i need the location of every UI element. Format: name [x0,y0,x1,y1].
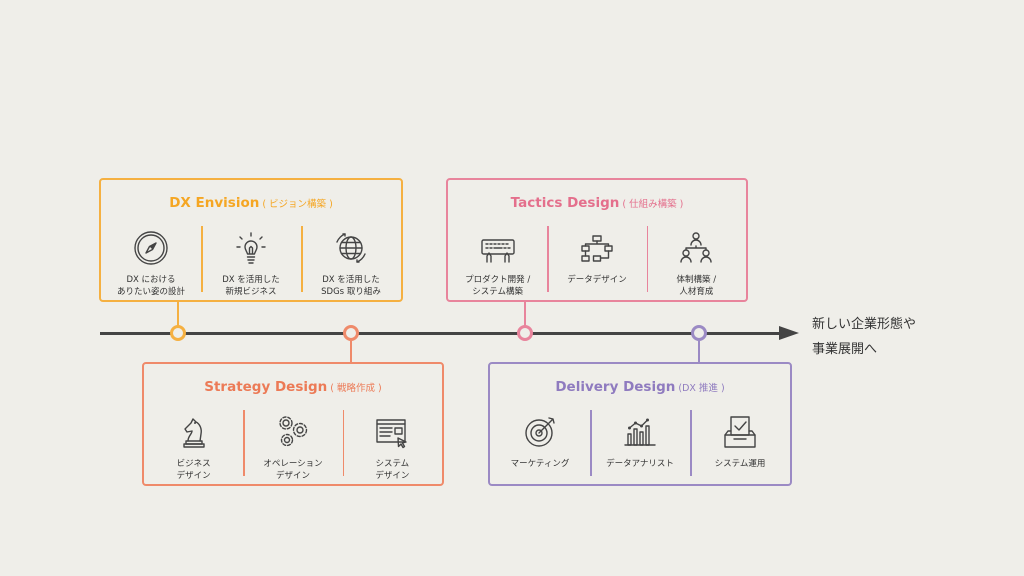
card-item: プロダクト開発 / システム構築 [448,224,547,297]
browser-cursor-icon [372,412,412,452]
gears-icon [273,412,313,452]
card-title: Delivery Design(DX 推進 ) [490,376,790,395]
card-title-sub: ( ビジョン構築 ) [262,199,333,210]
card-title-sub: (DX 推進 ) [678,383,725,394]
card-item-label: マーケティング [510,459,570,469]
team-structure-icon [676,228,716,268]
card-item: システム デザイン [342,408,442,481]
card-title-sub: ( 仕組み構築 ) [622,199,684,210]
timeline-node-tactics [517,325,533,341]
card-item: DX における ありたい姿の設計 [101,224,201,297]
card-item-label: プロダクト開発 / システム構築 [465,275,531,297]
card-title-main: Tactics Design [510,195,620,211]
card-item-label: DX を活用した 新規ビジネス [222,275,280,297]
card-title: Strategy Design( 戦略作成 ) [144,376,442,395]
card-item-label: DX を活用した SDGs 取り組み [321,275,381,297]
connector-delivery [698,341,700,363]
timeline-arrowhead [779,326,799,340]
timeline-node-strategy [343,325,359,341]
card-item-label: システム デザイン [375,459,410,481]
card-item-label: DX における ありたい姿の設計 [116,275,185,297]
card-item: マーケティング [490,408,590,476]
card-item-label: ビジネス デザイン [176,459,211,481]
analytics-chart-icon [620,412,660,452]
card-delivery-design: Delivery Design(DX 推進 ) マーケティング データアナリスト… [488,362,792,486]
card-title-main: Delivery Design [555,379,676,395]
connector-envision [177,301,179,327]
card-title: Tactics Design( 仕組み構築 ) [448,192,746,211]
card-title-main: Strategy Design [204,379,328,395]
card-item: データデザイン [547,224,646,292]
card-dx-envision: DX Envision( ビジョン構築 ) DX における ありたい姿の設計 D… [99,178,403,302]
target-icon [520,412,560,452]
card-title-main: DX Envision [169,195,260,211]
card-item: システム運用 [690,408,790,476]
ballot-box-icon [720,412,760,452]
connector-strategy [350,341,352,363]
card-item: DX を活用した SDGs 取り組み [301,224,401,297]
card-tactics-design: Tactics Design( 仕組み構築 ) プロダクト開発 / システム構築… [446,178,748,302]
card-item: ビジネス デザイン [144,408,243,481]
lightbulb-icon [231,228,271,268]
card-strategy-design: Strategy Design( 戦略作成 ) ビジネス デザイン オペレーショ… [142,362,444,486]
globe-icon [331,228,371,268]
card-title: DX Envision( ビジョン構築 ) [101,192,401,211]
keyboard-hands-icon [478,228,518,268]
result-text: 新しい企業形態や 事業展開へ [812,317,917,357]
hierarchy-icon [577,228,617,268]
card-item-label: データアナリスト [606,459,674,469]
card-item-label: システム運用 [714,459,766,469]
card-item-label: オペレーション デザイン [263,459,323,481]
card-item-label: 体制構築 / 人材育成 [676,275,717,297]
timeline-node-delivery [691,325,707,341]
card-item: DX を活用した 新規ビジネス [201,224,301,297]
timeline-line [100,332,783,335]
chess-knight-icon [174,412,214,452]
card-item: オペレーション デザイン [243,408,342,481]
card-title-sub: ( 戦略作成 ) [330,383,382,394]
card-item: 体制構築 / 人材育成 [646,224,746,297]
timeline-node-envision [170,325,186,341]
connector-tactics [524,301,526,327]
card-item: データアナリスト [590,408,690,476]
card-item-label: データデザイン [567,275,627,285]
compass-icon [131,228,171,268]
